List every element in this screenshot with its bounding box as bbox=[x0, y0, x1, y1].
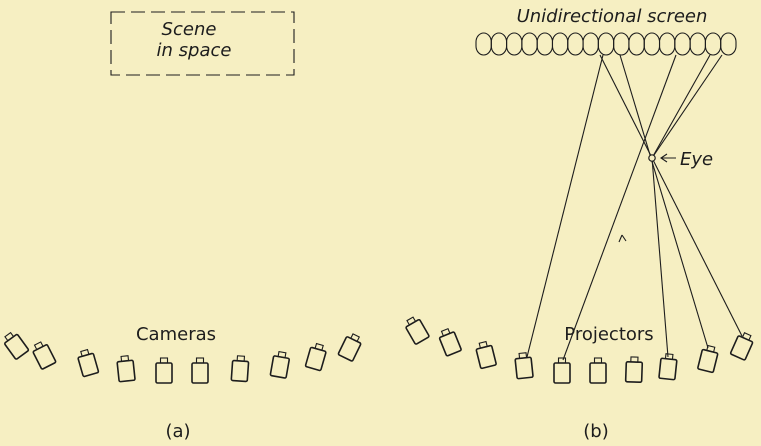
unidirectional-screen bbox=[475, 32, 737, 56]
projector-icon bbox=[553, 357, 571, 384]
screen-cell bbox=[506, 32, 523, 56]
projection-ray bbox=[599, 54, 743, 337]
camera-icon bbox=[155, 357, 173, 384]
panel-b: Unidirectional screen Eye Projectors (b) bbox=[405, 6, 754, 442]
projector-icon bbox=[697, 344, 719, 374]
screen-cell bbox=[567, 32, 584, 56]
scene-box bbox=[110, 11, 295, 76]
screen-cell bbox=[551, 32, 569, 56]
screen-label: Unidirectional screen bbox=[517, 6, 708, 27]
eye-point bbox=[648, 154, 656, 162]
projection-ray bbox=[562, 54, 677, 361]
projector-icon bbox=[729, 332, 754, 361]
screen-cell bbox=[643, 32, 661, 56]
scene-box-label-line1: Scene bbox=[162, 19, 217, 40]
screen-cell bbox=[704, 32, 722, 56]
cameras-row bbox=[4, 331, 362, 384]
screen-cell bbox=[475, 32, 492, 56]
screen-cell bbox=[628, 32, 645, 56]
projector-icon bbox=[475, 340, 497, 370]
camera-icon bbox=[337, 333, 362, 362]
cameras-label: Cameras bbox=[136, 324, 216, 345]
screen-cell bbox=[490, 32, 508, 56]
eye-label: Eye bbox=[680, 149, 713, 170]
projector-icon bbox=[438, 327, 462, 357]
projection-ray bbox=[651, 54, 711, 159]
projectors-row bbox=[405, 316, 754, 384]
projector-icon bbox=[624, 356, 644, 384]
camera-icon bbox=[191, 357, 209, 384]
screen-cell bbox=[674, 32, 691, 56]
screen-cell bbox=[536, 32, 554, 56]
camera-icon bbox=[32, 341, 57, 370]
camera-icon bbox=[77, 348, 100, 378]
projector-icon bbox=[405, 316, 430, 345]
camera-icon bbox=[116, 355, 136, 383]
camera-icon bbox=[304, 342, 327, 372]
projection-ray bbox=[651, 157, 669, 358]
panel-a: Scene in space Cameras (a) bbox=[4, 11, 362, 442]
camera-icon bbox=[269, 350, 291, 379]
caption-b: (b) bbox=[583, 421, 608, 442]
caption-a: (a) bbox=[165, 421, 190, 442]
projector-icon bbox=[658, 353, 678, 381]
screen-cell bbox=[658, 32, 676, 56]
screen-cell bbox=[521, 32, 538, 56]
projection-ray bbox=[526, 54, 604, 358]
projection-rays bbox=[526, 54, 743, 361]
camera-icon bbox=[230, 355, 250, 383]
eye-arrow bbox=[660, 153, 676, 163]
projector-icon bbox=[514, 352, 534, 380]
screen-cell bbox=[582, 32, 599, 56]
projector-icon bbox=[589, 357, 607, 384]
projection-ray bbox=[619, 54, 709, 349]
screen-cell bbox=[597, 32, 615, 56]
camera-icon bbox=[4, 331, 30, 360]
projectors-label: Projectors bbox=[564, 324, 653, 345]
ray-direction-arrow bbox=[618, 234, 627, 243]
screen-cell bbox=[720, 32, 737, 56]
screen-cell bbox=[613, 32, 630, 56]
projection-ray bbox=[651, 54, 723, 159]
scene-box-label-line2: in space bbox=[157, 40, 232, 61]
screen-cell bbox=[689, 32, 706, 56]
